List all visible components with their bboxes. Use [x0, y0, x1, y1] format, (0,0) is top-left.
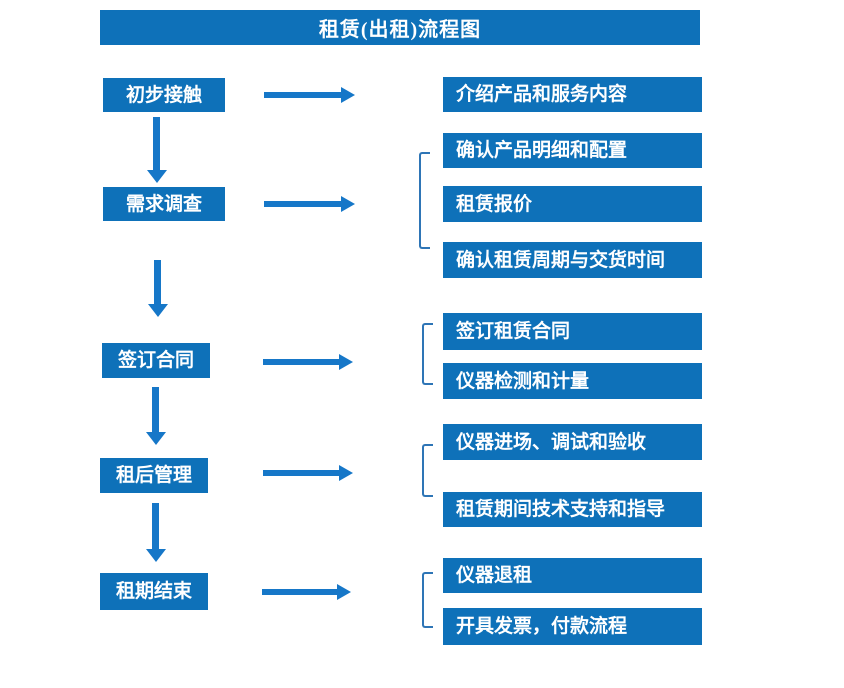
step-box-initial-contact: 初步接触 — [103, 78, 225, 112]
step-box-demand-survey: 需求调查 — [103, 187, 225, 221]
detail-box-invoice-payment: 开具发票，付款流程 — [443, 608, 702, 645]
detail-box-sign-rental-contract: 签订租赁合同 — [443, 313, 702, 350]
detail-box-rental-quote: 租赁报价 — [443, 186, 702, 222]
detail-box-instrument-inspection: 仪器检测和计量 — [443, 363, 702, 399]
detail-box-confirm-product-config: 确认产品明细和配置 — [443, 133, 702, 168]
step-box-post-rental-management: 租后管理 — [100, 458, 208, 493]
step-box-rental-end: 租期结束 — [100, 573, 208, 610]
arrow-right-icon — [263, 354, 353, 370]
detail-box-technical-support: 租赁期间技术支持和指导 — [443, 492, 702, 527]
detail-box-instrument-setup-acceptance: 仪器进场、调试和验收 — [443, 424, 702, 460]
arrow-right-icon — [263, 465, 353, 481]
arrow-right-icon — [264, 87, 355, 103]
arrow-right-icon — [262, 584, 351, 600]
step-box-sign-contract: 签订合同 — [102, 343, 210, 378]
detail-box-instrument-return: 仪器退租 — [443, 558, 702, 593]
arrow-down-icon — [148, 260, 168, 317]
arrow-down-icon — [147, 117, 167, 183]
detail-box-confirm-period-delivery: 确认租赁周期与交货时间 — [443, 242, 702, 278]
group-bracket-sign-contract — [422, 323, 433, 385]
detail-box-introduce-products: 介绍产品和服务内容 — [443, 77, 702, 112]
group-bracket-rental-end — [422, 572, 433, 628]
flowchart-title: 租赁(出租)流程图 — [100, 10, 700, 45]
arrow-down-icon — [146, 503, 166, 562]
arrow-right-icon — [264, 196, 355, 212]
group-bracket-demand-survey — [419, 152, 430, 249]
arrow-down-icon — [146, 387, 166, 445]
group-bracket-post-rental — [422, 444, 433, 497]
